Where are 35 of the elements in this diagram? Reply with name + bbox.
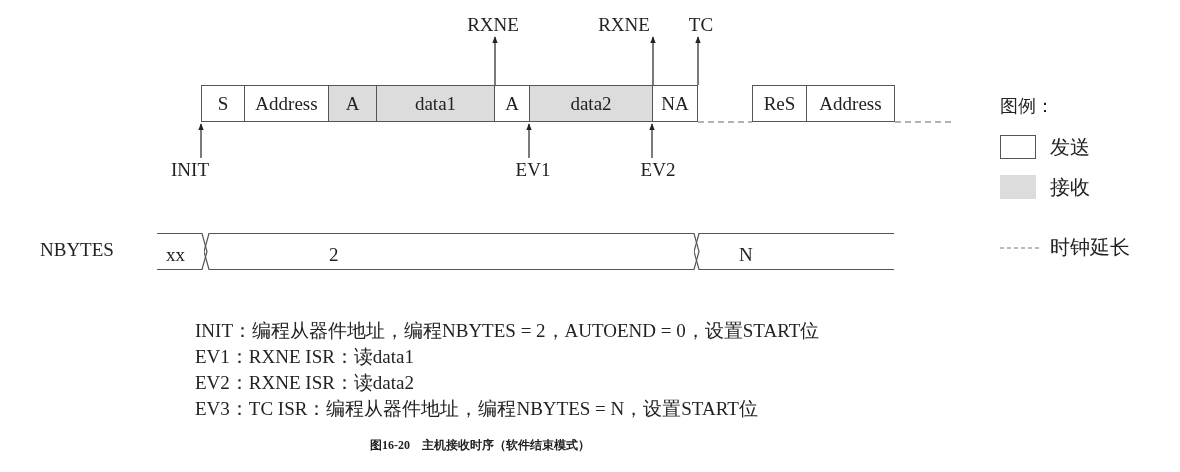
note-text: EV3：TC ISR：编程从器件地址，编程NBYTES = N，设置START位: [195, 399, 758, 418]
legend-label: 发送: [1050, 137, 1090, 157]
event-label: TC: [686, 15, 716, 35]
arrow: [198, 123, 204, 159]
bus-value-segment: xx: [157, 233, 212, 270]
arrow: [650, 36, 656, 86]
frame-field: A: [494, 85, 530, 122]
legend-label: 接收: [1050, 177, 1090, 197]
signal-name: NBYTES: [40, 240, 114, 259]
frame-field: ReS: [752, 85, 807, 122]
frame-field: data2: [529, 85, 653, 122]
arrow: [492, 36, 498, 86]
frame-field: data1: [376, 85, 495, 122]
event-label: INIT: [165, 160, 215, 180]
clock-stretch-line: [697, 121, 753, 123]
legend-title: 图例：: [1000, 97, 1054, 115]
frame-field: NA: [652, 85, 698, 122]
clock-stretch-line: [894, 121, 952, 123]
arrow: [526, 123, 532, 159]
arrow: [695, 36, 701, 86]
event-label: RXNE: [593, 15, 655, 35]
note-text: INIT：编程从器件地址，编程NBYTES = 2，AUTOEND = 0，设置START位: [195, 321, 820, 340]
note-text: EV2：RXNE ISR：读data2: [195, 373, 414, 392]
frame-field: A: [328, 85, 377, 122]
event-label: EV1: [511, 160, 555, 180]
frame-field: Address: [806, 85, 895, 122]
legend-label: 时钟延长: [1050, 237, 1130, 257]
event-label: RXNE: [462, 15, 524, 35]
event-label: EV2: [636, 160, 680, 180]
frame-field: Address: [244, 85, 329, 122]
frame-field: S: [201, 85, 245, 122]
bus-value-segment: N: [694, 233, 894, 270]
figure-caption: 图16-20 主机接收时序（软件结束模式）: [369, 439, 591, 451]
note-text: EV1：RXNE ISR：读data1: [195, 347, 414, 366]
arrow: [649, 123, 655, 159]
